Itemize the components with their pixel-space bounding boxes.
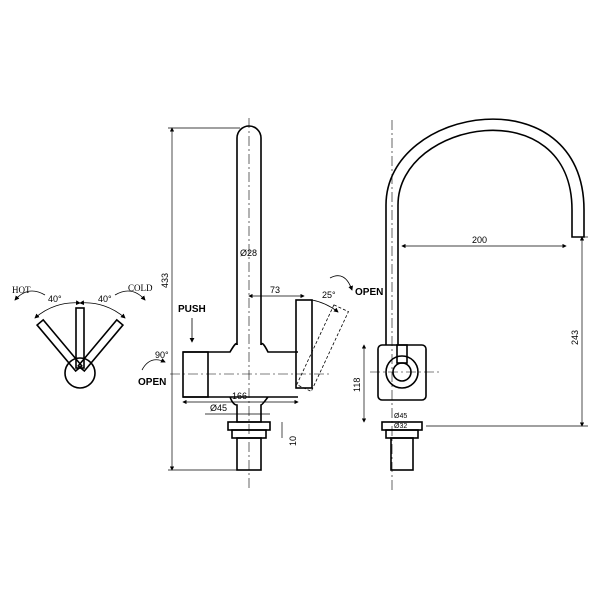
right-lever	[295, 299, 349, 392]
front-view: 200 243 118 Ø45 Ø32	[352, 118, 588, 490]
angle-90-label: 90°	[155, 350, 169, 360]
dim-lever-offset: 73	[270, 285, 280, 295]
handle-base-circle	[64, 357, 96, 389]
dim-base-dia-45: Ø45	[394, 413, 407, 420]
handle-rotation-view: 40° 40° HOT COLD	[12, 283, 153, 389]
dim-reach: 200	[472, 235, 487, 245]
open-left-label: OPEN	[138, 377, 166, 388]
front-lever-stub	[396, 344, 408, 364]
gooseneck-spout	[385, 118, 585, 345]
handle-hot-position	[35, 318, 83, 373]
push-label: PUSH	[178, 304, 206, 315]
side-view: 433 Ø28 73 25° OPEN PUSH 90° OPEN 166 Ø4…	[138, 118, 383, 490]
hot-label: HOT	[12, 285, 31, 295]
body-outline	[183, 342, 298, 423]
angle-arc-hot	[34, 300, 81, 319]
open-arrow-right-icon	[329, 275, 353, 291]
dim-body-width: 166	[232, 391, 247, 401]
front-shank	[390, 437, 414, 471]
angle-25-label: 25°	[322, 290, 336, 300]
open-right-label: OPEN	[355, 287, 383, 298]
dim-base-thickness: 10	[288, 436, 298, 446]
angle-cold-label: 40°	[98, 294, 112, 304]
mounting-shank	[236, 437, 262, 471]
angle-arc-cold	[79, 300, 126, 319]
dim-spout-dia: Ø28	[240, 248, 257, 258]
angle-hot-label: 40°	[48, 294, 62, 304]
front-handle-outer	[385, 355, 419, 389]
dim-lever-height: 118	[352, 378, 362, 392]
front-body	[377, 344, 427, 401]
front-base-nut	[385, 429, 419, 439]
dim-spout-height: 243	[570, 330, 580, 345]
dim-body-dia: Ø45	[210, 403, 227, 413]
push-button-block	[182, 351, 209, 398]
dim-total-height: 433	[160, 273, 170, 288]
hot-arrow-icon	[14, 290, 46, 301]
dim-base-dia-32: Ø32	[394, 423, 407, 430]
handle-cold-position	[77, 318, 125, 373]
cold-arrow-icon	[114, 290, 146, 301]
open-arrow-left-icon	[141, 358, 166, 371]
cold-label: COLD	[128, 283, 153, 293]
